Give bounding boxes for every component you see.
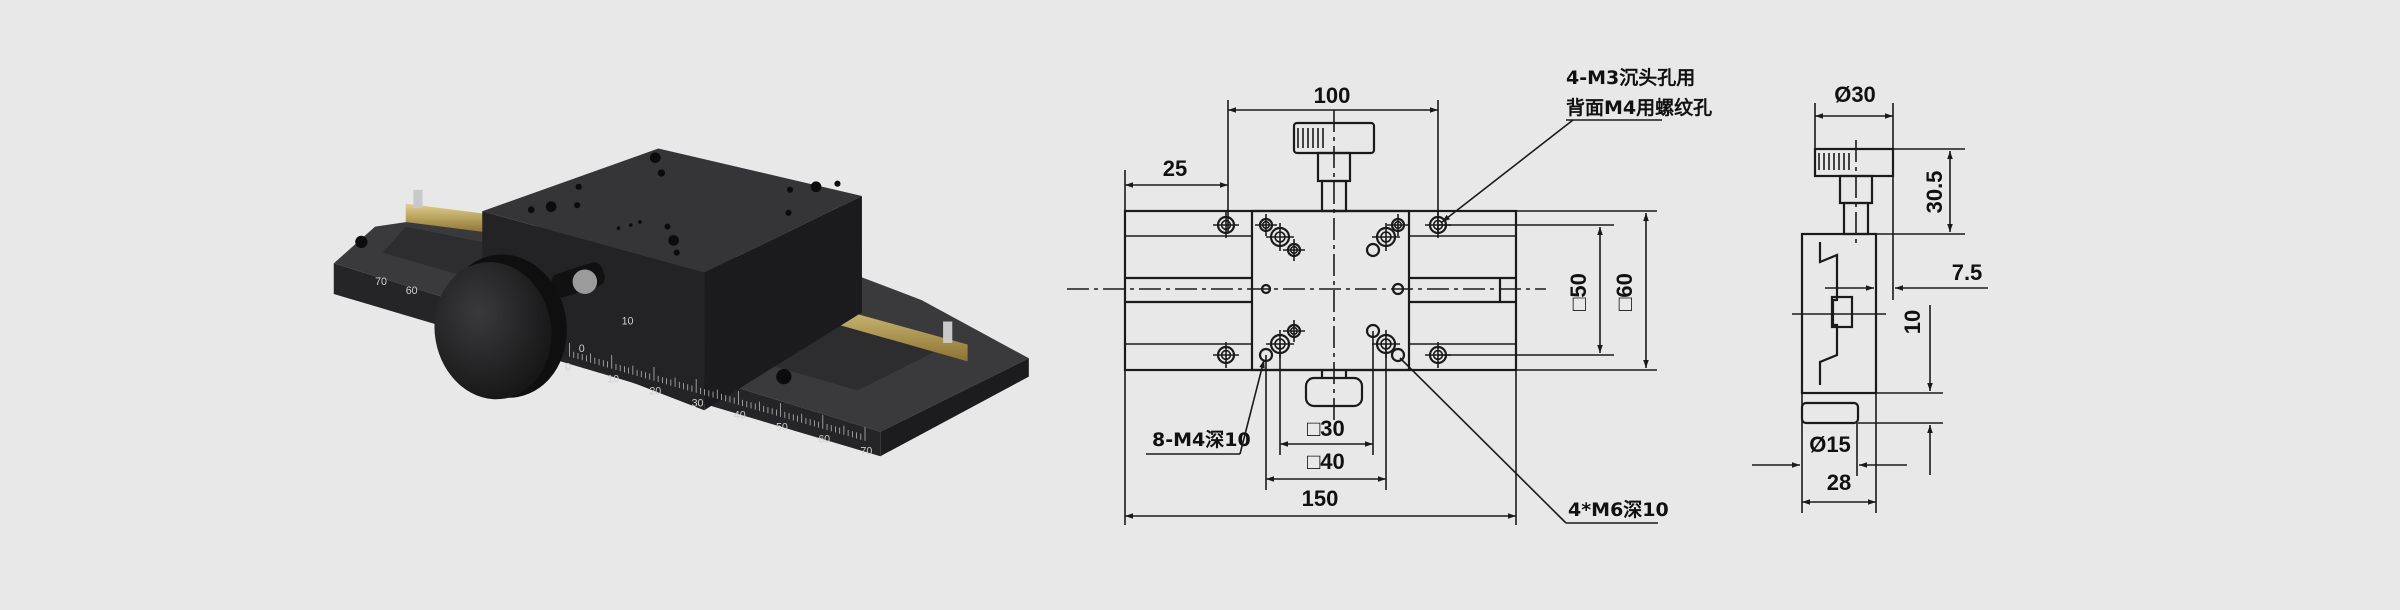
carriage-side (704, 195, 862, 411)
hole-icon (1390, 347, 1406, 363)
dim-dia-30: Ø30 (1834, 82, 1876, 107)
dim-25: 25 (1163, 156, 1187, 181)
carriage-holes (527, 152, 841, 256)
brass-rack-left (405, 203, 490, 233)
carriage-scale-label: 0 (579, 343, 585, 355)
side-view-drawing: Ø30 30.5 7.5 10 Ø15 28 (1752, 82, 1988, 513)
carriage-front (482, 211, 705, 411)
shaft-collar (572, 269, 598, 294)
dim-square-40: □40 (1307, 449, 1345, 474)
base-outline (1123, 209, 1518, 372)
note-4-m6: 4*M6深10 (1568, 498, 1669, 521)
base-scale-label: 40 (734, 410, 746, 422)
hole-icon (1391, 282, 1405, 296)
base-scale-label: 10 (607, 374, 619, 386)
base-scale-ticks (569, 342, 866, 441)
base-plate-side (880, 358, 1029, 457)
product-photo: 70 60 10 0 0 10 20 30 40 50 60 70 (333, 148, 1029, 458)
dim-150: 150 (1302, 486, 1339, 511)
top-view-drawing: 100 25 150 □30 □40 □50 □60 4-M3沉头孔用 背面M4… (1067, 67, 1712, 525)
adjustment-knob (434, 262, 552, 400)
note-m4-back-thread: 背面M4用螺纹孔 (1566, 96, 1712, 119)
left-scale-label: 70 (375, 276, 387, 288)
base-scale-label: 0 (565, 362, 571, 374)
dim-square-60: □60 (1612, 273, 1637, 311)
base-scale-label: 50 (776, 422, 788, 434)
base-scale-label: 30 (692, 398, 704, 410)
dim-7-5: 7.5 (1952, 260, 1983, 285)
stop-screw-right (943, 321, 953, 343)
dim-dia-15: Ø15 (1809, 432, 1851, 457)
dim-square-50: □50 (1566, 273, 1591, 311)
stop-screw-left (413, 189, 423, 209)
side-knob-outline (1813, 147, 1895, 178)
dim-100: 100 (1314, 83, 1351, 108)
base-scale-label: 20 (649, 386, 661, 398)
note-8-m4: 8-M4深10 (1152, 428, 1251, 451)
dim-square-30: □30 (1307, 416, 1345, 441)
side-base-knob (1800, 401, 1860, 425)
dim-28: 28 (1827, 470, 1851, 495)
left-scale-label: 60 (406, 285, 418, 297)
carriage-top (482, 148, 862, 273)
hole-icon (1365, 242, 1381, 258)
base-scale-label: 70 (860, 446, 872, 458)
dim-30-5: 30.5 (1922, 171, 1947, 214)
base-scale-label: 60 (818, 434, 830, 446)
note-m3-countersunk: 4-M3沉头孔用 (1566, 67, 1695, 89)
carriage-scale-label: 10 (622, 316, 634, 328)
hole-icon (1260, 283, 1272, 295)
dim-10: 10 (1900, 310, 1925, 334)
